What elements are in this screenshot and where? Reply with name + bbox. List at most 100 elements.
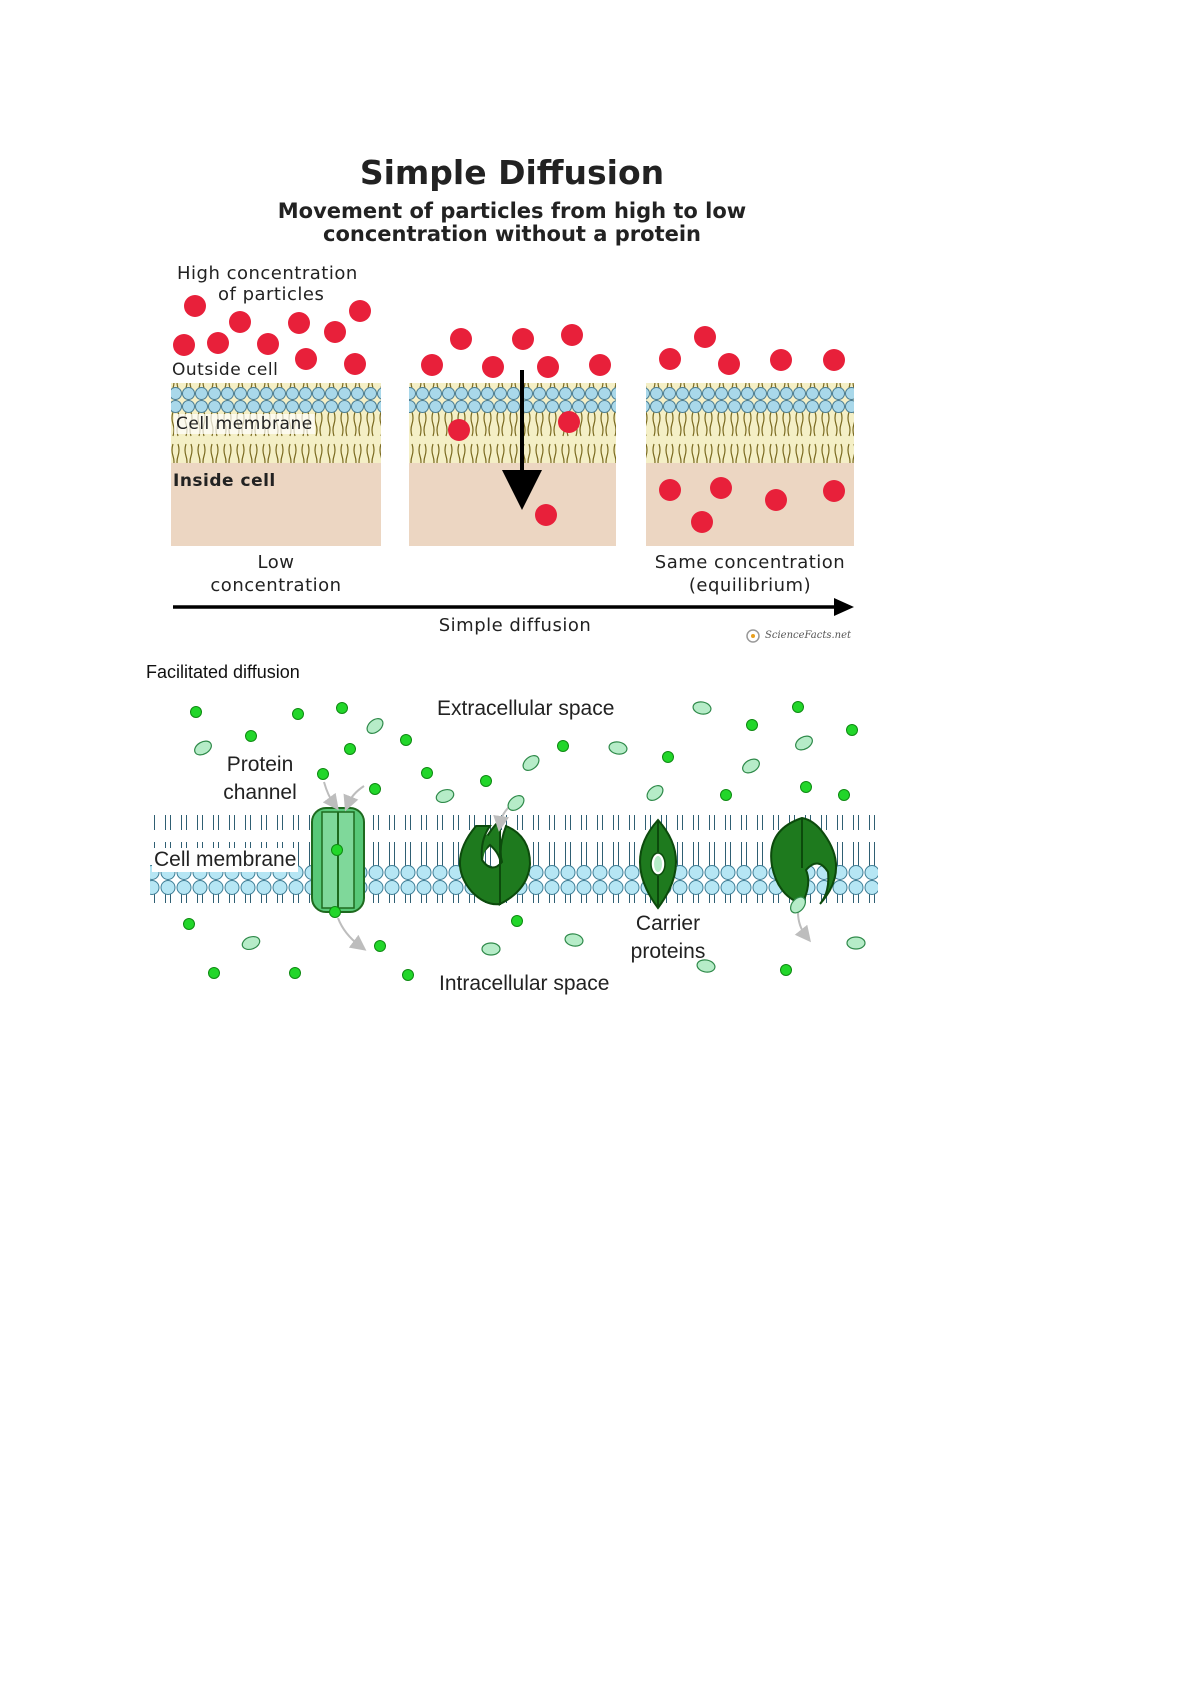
oval-particle — [646, 785, 664, 801]
green-particle — [846, 724, 858, 736]
oval-particle — [742, 758, 760, 774]
simple-diffusion-title: Simple Diffusion — [359, 153, 665, 192]
oval-particle — [366, 718, 384, 734]
green-particle — [331, 844, 343, 856]
protein-channel-line-2: channel — [223, 781, 297, 804]
green-particle — [336, 702, 348, 714]
red-particle — [537, 356, 559, 378]
green-particle — [662, 751, 674, 763]
inside-cell-label: Inside cell — [173, 471, 276, 491]
cell-membrane-label: Cell membrane — [174, 414, 315, 434]
intracellular-space-label: Intracellular space — [439, 972, 610, 995]
red-particle — [421, 354, 443, 376]
green-particle — [374, 940, 386, 952]
red-particle — [344, 353, 366, 375]
cytoplasm — [171, 463, 381, 546]
fd-cell-membrane-label: Cell membrane — [152, 848, 299, 872]
green-particle — [400, 734, 412, 746]
carrier-line-2: proteins — [630, 940, 706, 963]
red-particle — [710, 477, 732, 499]
cell-membrane-bilayer — [409, 383, 616, 463]
green-particle — [800, 781, 812, 793]
red-particle — [823, 480, 845, 502]
oval-particle — [481, 942, 501, 956]
same-conc-line-2: (equilibrium) — [688, 575, 812, 596]
simple-diffusion-arrowhead — [834, 598, 854, 616]
red-particle — [823, 349, 845, 371]
red-particle — [349, 300, 371, 322]
oval-particle — [435, 788, 455, 804]
carrier-protein-3 — [770, 816, 837, 906]
same-concentration-label: Same concentration (equilibrium) — [636, 551, 864, 597]
panel-equilibrium — [646, 383, 854, 546]
cytoplasm — [409, 463, 616, 546]
same-conc-line-1: Same concentration — [654, 552, 846, 573]
high-concentration-label: High concentration of particles — [177, 263, 358, 305]
carrier-protein-2 — [639, 818, 677, 910]
oval-particle — [790, 896, 806, 914]
red-particle — [448, 419, 470, 441]
carrier-protein-1 — [458, 817, 532, 906]
panel-diffusing — [409, 370, 616, 546]
facilitated-membrane — [150, 807, 878, 913]
red-particle — [659, 479, 681, 501]
cytoplasm — [646, 463, 854, 546]
low-conc-line-1: Low — [257, 552, 295, 573]
panel-low-concentration — [171, 383, 381, 546]
red-particle — [694, 326, 716, 348]
oval-particle — [696, 959, 716, 973]
green-particle — [511, 915, 523, 927]
oval-particle — [692, 701, 712, 715]
red-particle — [770, 349, 792, 371]
green-particle — [421, 767, 433, 779]
green-particle — [208, 967, 220, 979]
oval-particle — [194, 740, 212, 756]
red-particle — [659, 348, 681, 370]
green-particle — [317, 768, 329, 780]
red-particle — [295, 348, 317, 370]
green-particle — [792, 701, 804, 713]
red-particle — [589, 354, 611, 376]
red-particles — [173, 295, 845, 533]
green-particle — [245, 730, 257, 742]
green-particle — [480, 775, 492, 787]
subtitle-line-1: Movement of particles from high to low — [277, 199, 747, 223]
oval-particle — [522, 755, 540, 771]
high-conc-line-2: of particles — [218, 284, 325, 305]
green-particle — [183, 918, 195, 930]
carrier-line-1: Carrier — [635, 912, 701, 935]
green-particle — [780, 964, 792, 976]
high-conc-line-1: High concentration — [177, 263, 358, 284]
red-particle — [765, 489, 787, 511]
oval-particle — [241, 935, 261, 951]
protein-channel-line-1: Protein — [226, 753, 294, 776]
protein-channel-label: Protein channel — [215, 751, 305, 807]
red-particle — [535, 504, 557, 526]
sciencefacts-watermark: ScienceFacts.net — [765, 630, 852, 641]
outside-cell-label: Outside cell — [172, 360, 279, 380]
simple-diffusion-arrow-label: Simple diffusion — [438, 615, 592, 636]
red-particle — [324, 321, 346, 343]
protein-channel — [311, 807, 365, 913]
red-particle — [184, 295, 206, 317]
green-particle — [746, 719, 758, 731]
green-particle — [838, 789, 850, 801]
red-particle — [173, 334, 195, 356]
oval-particle — [564, 933, 584, 947]
oval-particle — [507, 795, 525, 811]
red-particle — [512, 328, 534, 350]
green-particle — [329, 906, 341, 918]
red-particle — [229, 311, 251, 333]
simple-diffusion-subtitle: Movement of particles from high to low c… — [0, 200, 1024, 246]
facilitated-diffusion-caption: Facilitated diffusion — [146, 662, 300, 682]
low-concentration-label: Low concentration — [176, 551, 376, 597]
red-particle — [561, 324, 583, 346]
red-particle — [691, 511, 713, 533]
green-particle — [289, 967, 301, 979]
green-particle — [720, 789, 732, 801]
red-particle — [482, 356, 504, 378]
red-particle — [718, 353, 740, 375]
green-particle — [402, 969, 414, 981]
green-particle — [557, 740, 569, 752]
